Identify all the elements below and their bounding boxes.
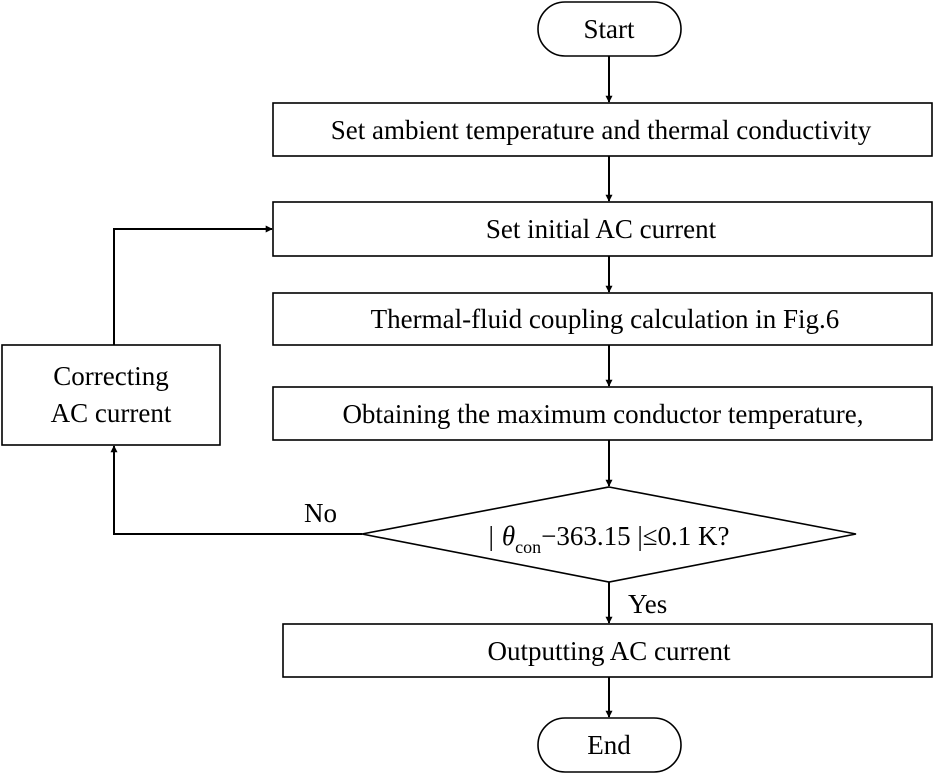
outputting-label: Outputting AC current <box>488 636 731 666</box>
end-label: End <box>587 730 631 760</box>
set-ambient-node: Set ambient temperature and thermal cond… <box>272 102 933 157</box>
arrow-no-to-correcting <box>110 445 362 535</box>
decision-node: | θcon−363.15 |≤0.1 K? <box>361 486 857 583</box>
coupling-label: Thermal-fluid coupling calculation in Fi… <box>371 304 840 334</box>
set-initial-node: Set initial AC current <box>272 201 933 257</box>
no-label: No <box>304 498 337 528</box>
decision-expression: −363.15 |≤0.1 K? <box>541 521 729 551</box>
correcting-label-line1: Correcting <box>53 361 168 391</box>
start-node: Start <box>537 1 682 57</box>
arrow-correcting-to-initial <box>113 225 273 345</box>
outputting-node: Outputting AC current <box>282 623 933 678</box>
obtaining-node: Obtaining the maximum conductor temperat… <box>272 386 933 441</box>
obtaining-label: Obtaining the maximum conductor temperat… <box>342 399 863 429</box>
decision-theta: θ <box>502 521 515 551</box>
decision-open-bar: | <box>488 521 493 551</box>
coupling-node: Thermal-fluid coupling calculation in Fi… <box>272 292 933 346</box>
set-ambient-label: Set ambient temperature and thermal cond… <box>331 115 872 145</box>
correcting-label-line2: AC current <box>51 398 172 428</box>
start-label: Start <box>584 14 635 44</box>
end-node: End <box>537 717 682 773</box>
set-initial-label: Set initial AC current <box>486 214 717 244</box>
yes-label: Yes <box>628 589 667 619</box>
decision-label: | θcon−363.15 |≤0.1 K? <box>488 521 729 557</box>
correcting-node: Correcting AC current <box>1 344 221 446</box>
decision-subscript: con <box>515 537 541 557</box>
